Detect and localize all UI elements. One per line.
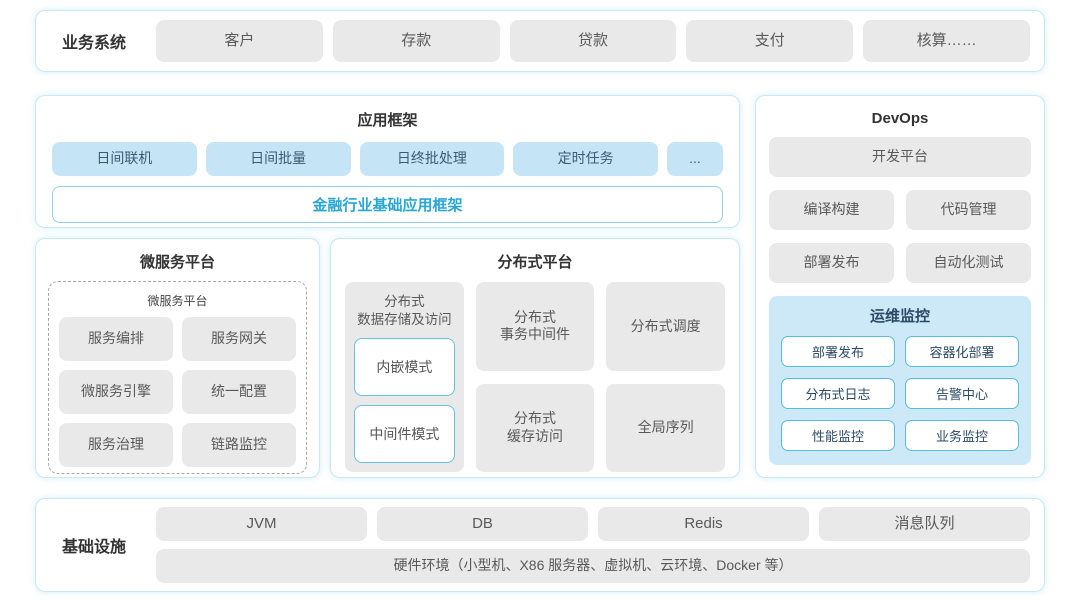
infra-db: DB bbox=[377, 507, 588, 541]
devops-dev-platform: 开发平台 bbox=[769, 137, 1031, 177]
monitor-alert-center: 告警中心 bbox=[905, 378, 1019, 409]
ms-trace-monitoring: 链路监控 bbox=[182, 423, 296, 467]
business-systems-label: 业务系统 bbox=[61, 35, 126, 52]
microservice-inner-box: 微服务平台 服务编排 服务网关 微服务引擎 统一配置 服务治理 链路监控 bbox=[48, 281, 307, 474]
ms-unified-config: 统一配置 bbox=[182, 370, 296, 414]
devops-auto-test: 自动化测试 bbox=[906, 243, 1031, 283]
ms-microservice-engine: 微服务引擎 bbox=[59, 370, 173, 414]
devops-deploy-release: 部署发布 bbox=[769, 243, 894, 283]
ms-service-orchestration: 服务编排 bbox=[59, 317, 173, 361]
ms-service-gateway: 服务网关 bbox=[182, 317, 296, 361]
module-daytime-batch: 日间批量 bbox=[205, 142, 351, 176]
app-framework-title: 应用框架 bbox=[357, 112, 418, 129]
distributed-platform-panel: 分布式平台 分布式 数据存储及访问 内嵌模式 中间件模式 分布式 事务中间件 分… bbox=[330, 238, 740, 478]
distributed-data-storage-cell: 分布式 数据存储及访问 内嵌模式 中间件模式 bbox=[345, 282, 464, 472]
monitor-business: 业务监控 bbox=[905, 420, 1019, 451]
monitor-distributed-log: 分布式日志 bbox=[781, 378, 895, 409]
devops-build: 编译构建 bbox=[769, 190, 894, 230]
distributed-scheduling: 分布式调度 bbox=[606, 282, 725, 371]
distributed-transaction-middleware: 分布式 事务中间件 bbox=[475, 282, 595, 371]
app-framework-panel: 应用框架 日间联机 日间批量 日终批处理 定时任务 ... 金融行业基础应用框架 bbox=[35, 95, 740, 228]
module-scheduled-task: 定时任务 bbox=[513, 142, 658, 176]
business-item-deposit: 存款 bbox=[332, 20, 500, 62]
business-systems-row: 客户 存款 贷款 支付 核算…… bbox=[156, 20, 1030, 62]
business-item-accounting: 核算…… bbox=[863, 20, 1030, 62]
monitor-deploy-release: 部署发布 bbox=[781, 336, 895, 367]
microservice-grid: 服务编排 服务网关 微服务引擎 统一配置 服务治理 链路监控 bbox=[59, 317, 296, 467]
embedded-mode-box: 内嵌模式 bbox=[354, 338, 455, 397]
infra-message-queue: 消息队列 bbox=[819, 507, 1030, 541]
infrastructure-content: JVM DB Redis 消息队列 硬件环境（小型机、X86 服务器、虚拟机、云… bbox=[156, 507, 1030, 583]
microservice-platform-panel: 微服务平台 微服务平台 服务编排 服务网关 微服务引擎 统一配置 服务治理 链路… bbox=[35, 238, 320, 478]
microservice-inner-title: 微服务平台 bbox=[147, 294, 208, 308]
distributed-platform-title: 分布式平台 bbox=[497, 254, 573, 271]
devops-row-1: 编译构建 代码管理 bbox=[769, 190, 1031, 230]
devops-title: DevOps bbox=[871, 110, 929, 127]
infra-redis: Redis bbox=[598, 507, 809, 541]
microservice-platform-title: 微服务平台 bbox=[139, 254, 215, 271]
distributed-data-storage-title: 分布式 数据存储及访问 bbox=[357, 294, 452, 327]
middleware-mode-box: 中间件模式 bbox=[354, 405, 455, 463]
distributed-cache-access: 分布式 缓存访问 bbox=[475, 383, 595, 472]
devops-panel: DevOps 开发平台 编译构建 代码管理 部署发布 自动化测试 运维监控 部署… bbox=[755, 95, 1045, 478]
monitor-performance: 性能监控 bbox=[781, 420, 895, 451]
module-ellipsis: ... bbox=[667, 142, 723, 176]
ms-service-governance: 服务治理 bbox=[59, 423, 173, 467]
hardware-environment-bar: 硬件环境（小型机、X86 服务器、虚拟机、云环境、Docker 等） bbox=[156, 549, 1030, 583]
business-item-payment: 支付 bbox=[686, 20, 854, 62]
ops-monitoring-title: 运维监控 bbox=[869, 308, 930, 325]
devops-row-2: 部署发布 自动化测试 bbox=[769, 243, 1031, 283]
ops-monitoring-grid: 部署发布 容器化部署 分布式日志 告警中心 性能监控 业务监控 bbox=[781, 336, 1019, 451]
infrastructure-panel: 基础设施 JVM DB Redis 消息队列 硬件环境（小型机、X86 服务器、… bbox=[35, 498, 1045, 592]
infra-jvm: JVM bbox=[156, 507, 367, 541]
business-systems-panel: 业务系统 客户 存款 贷款 支付 核算…… bbox=[35, 10, 1045, 72]
ops-monitoring-panel: 运维监控 部署发布 容器化部署 分布式日志 告警中心 性能监控 业务监控 bbox=[769, 296, 1031, 465]
app-framework-modules: 日间联机 日间批量 日终批处理 定时任务 ... bbox=[52, 142, 723, 176]
base-framework-bar: 金融行业基础应用框架 bbox=[52, 186, 723, 223]
devops-code-mgmt: 代码管理 bbox=[906, 190, 1031, 230]
infrastructure-row: JVM DB Redis 消息队列 bbox=[156, 507, 1030, 541]
global-sequence: 全局序列 bbox=[606, 383, 725, 472]
distributed-grid: 分布式 数据存储及访问 内嵌模式 中间件模式 分布式 事务中间件 分布式调度 分… bbox=[345, 282, 725, 472]
business-item-customer: 客户 bbox=[156, 20, 323, 62]
monitor-container-deploy: 容器化部署 bbox=[905, 336, 1019, 367]
module-daytime-online: 日间联机 bbox=[52, 142, 197, 176]
module-eod-batch: 日终批处理 bbox=[359, 142, 505, 176]
infrastructure-label: 基础设施 bbox=[61, 539, 126, 556]
business-item-loan: 贷款 bbox=[509, 20, 677, 62]
